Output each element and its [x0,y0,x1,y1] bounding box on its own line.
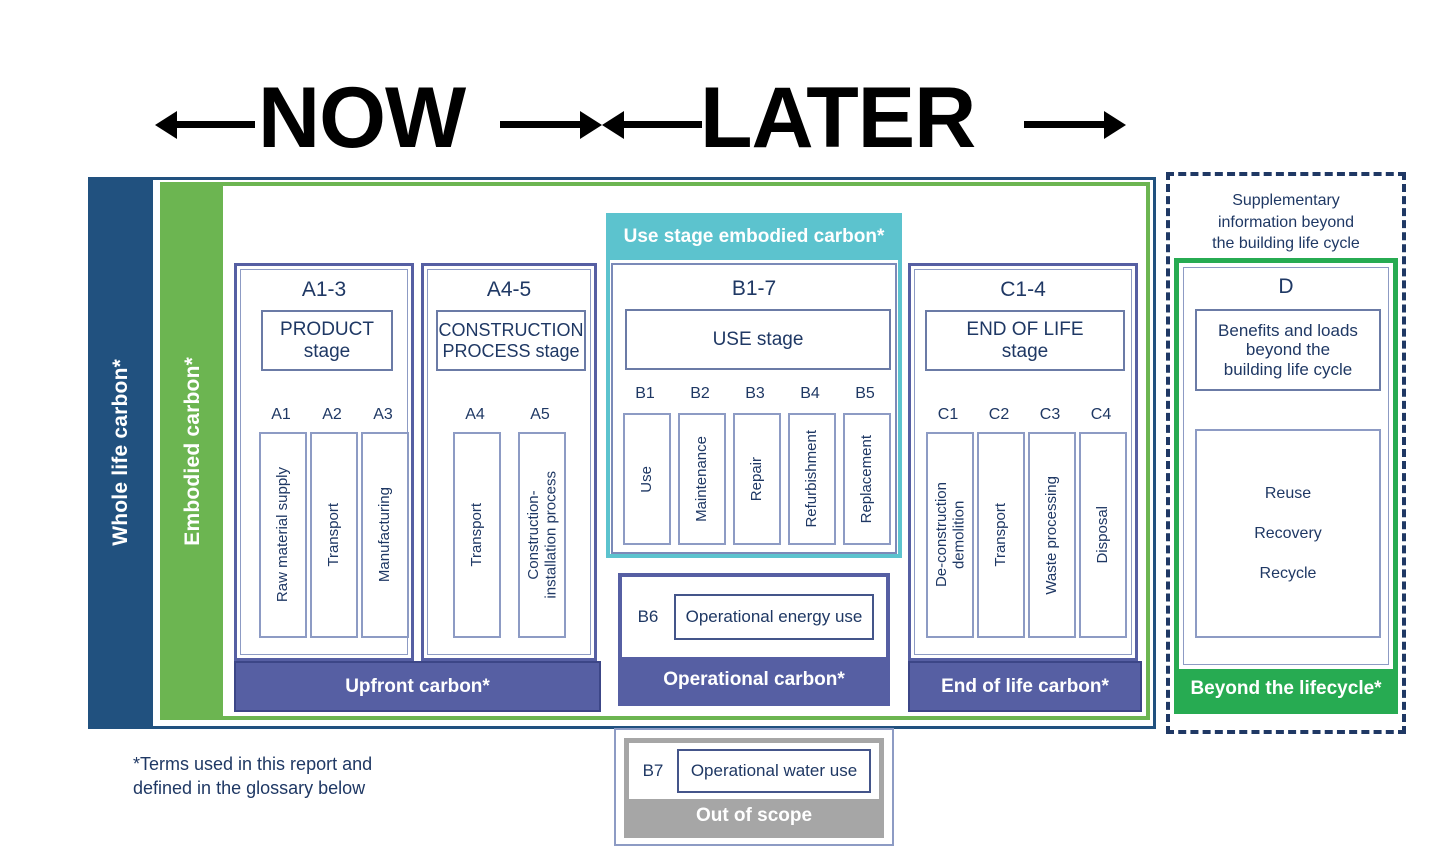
module-a1-code: A1 [271,406,291,423]
now-arrow-left-line [175,121,255,128]
module-d-items: Reuse Recovery Recycle [1195,429,1381,638]
footnote-glossary: *Terms used in this report and defined i… [133,754,373,799]
module-a2-label: Transport [325,503,343,567]
module-b4-code: B4 [800,385,820,402]
module-a4-code: A4 [465,406,485,423]
module-a4-box[interactable]: Transport [453,432,501,638]
module-c2-code: C2 [988,406,1010,423]
module-b5-label: Replacement [858,434,876,524]
banner-operational-carbon: Operational carbon* [622,657,886,702]
module-b2-code: B2 [690,385,710,402]
module-b3-code: B3 [745,385,765,402]
module-d-frame[interactable]: D Benefits and loads beyond the building… [1174,258,1398,714]
module-b3-label: Repair [748,456,766,502]
later-arrow-left-head [602,111,624,139]
module-a2-box[interactable]: Transport [310,432,358,638]
module-b6-box[interactable]: Operational energy use [674,594,874,640]
later-arrow-right-head [1104,111,1126,139]
later-arrow-right-line [1024,121,1106,128]
module-b1-box[interactable]: Use [623,413,671,545]
supplementary-dashed-frame [1166,172,1406,734]
banner-beyond-lifecycle: Beyond the lifecycle* [1179,669,1393,709]
module-a3-code: A3 [373,406,393,423]
module-d-title: Benefits and loads beyond the building l… [1195,309,1381,391]
stage-b1-7-code: B1-7 [731,277,777,300]
band-embodied-carbon-label: Embodied carbon* [181,356,204,546]
module-c1-code: C1 [937,406,959,423]
module-b1-code: B1 [635,385,655,402]
now-arrow-right-line [500,121,582,128]
module-b2-box[interactable]: Maintenance [678,413,726,545]
stage-a4-5-title: CONSTRUCTION PROCESS stage [436,310,586,371]
module-a4-label: Transport [468,503,486,567]
module-a3-box[interactable]: Manufacturing [361,432,409,638]
module-c2-box[interactable]: Transport [977,432,1025,638]
module-a5-code: A5 [530,406,550,423]
module-c2-label: Transport [992,503,1010,567]
module-c1-label: De-construction demolition [932,482,967,588]
module-b4-label: Refurbishment [803,430,821,528]
module-b3-box[interactable]: Repair [733,413,781,545]
module-c4-label: Disposal [1094,506,1112,564]
stage-c1-4[interactable]: C1-4 END OF LIFE stage C1 C2 C3 C4 De-co… [908,263,1138,661]
module-a1-label: Raw material supply [274,467,292,603]
stage-a1-3-title: PRODUCT stage [261,310,393,371]
stage-b1-7-title: USE stage [625,309,891,370]
operational-water-row[interactable]: B7 Operational water use [629,743,879,799]
module-c3-label: Waste processing [1043,475,1061,595]
module-a3-label: Manufacturing [376,487,394,583]
module-b5-code: B5 [855,385,875,402]
operational-carbon-frame[interactable]: B6 Operational energy use Operational ca… [618,573,890,706]
module-a1-box[interactable]: Raw material supply [259,432,307,638]
stage-b1-7[interactable]: B1-7 USE stage B1 B2 B3 B4 B5 Use Mainte… [611,263,897,554]
supplementary-info-text: Supplementary information beyond the bui… [1212,192,1360,253]
embodied-carbon-frame [160,182,1150,720]
band-embodied-carbon: Embodied carbon* [163,185,223,717]
module-a5-label: Construction- installation process [524,471,559,599]
module-b7-box[interactable]: Operational water use [677,749,871,793]
stage-c1-4-code: C1-4 [1000,278,1046,301]
module-b2-label: Maintenance [693,436,711,522]
module-c4-code: C4 [1090,406,1112,423]
module-c1-box[interactable]: De-construction demolition [926,432,974,638]
banner-end-of-life-carbon: End of life carbon* [908,661,1142,712]
module-b6-code: B6 [637,607,659,626]
later-label: LATER [700,70,976,166]
module-a5-box[interactable]: Construction- installation process [518,432,566,638]
module-b7-code: B7 [642,761,664,780]
now-label: NOW [258,70,466,166]
stage-a4-5-code: A4-5 [486,278,532,301]
timeline-header: NOW LATER [0,30,1456,170]
band-whole-life-carbon-label: Whole life carbon* [108,358,132,546]
module-b1-label: Use [638,465,656,493]
module-c4-box[interactable]: Disposal [1079,432,1127,638]
stage-a4-5[interactable]: A4-5 CONSTRUCTION PROCESS stage A4 A5 Tr… [421,263,597,661]
module-b5-box[interactable]: Replacement [843,413,891,545]
module-d-item-reuse: Reuse [1264,484,1312,502]
module-d-item-recycle: Recycle [1259,564,1317,582]
banner-upfront-carbon: Upfront carbon* [234,661,601,712]
band-whole-life-carbon: Whole life carbon* [88,177,153,727]
banner-use-stage-embodied-carbon: Use stage embodied carbon* [606,213,902,260]
operational-energy-row[interactable]: B6 Operational energy use [622,577,886,657]
module-c3-box[interactable]: Waste processing [1028,432,1076,638]
banner-out-of-scope: Out of scope [629,799,879,833]
now-arrow-left-head [155,111,177,139]
module-c3-code: C3 [1039,406,1061,423]
module-d-code: D [1278,275,1294,298]
out-of-scope-frame[interactable]: B7 Operational water use Out of scope [624,738,884,838]
stage-a1-3-code: A1-3 [301,278,347,301]
now-arrow-right-head [580,111,602,139]
module-b4-box[interactable]: Refurbishment [788,413,836,545]
module-a2-code: A2 [322,406,342,423]
later-arrow-left-line [622,121,702,128]
stage-c1-4-title: END OF LIFE stage [925,310,1125,371]
out-of-scope-outer: B7 Operational water use Out of scope [614,728,894,846]
stage-a1-3[interactable]: A1-3 PRODUCT stage A1 A2 A3 Raw material… [234,263,414,661]
module-d-item-recovery: Recovery [1254,524,1322,542]
